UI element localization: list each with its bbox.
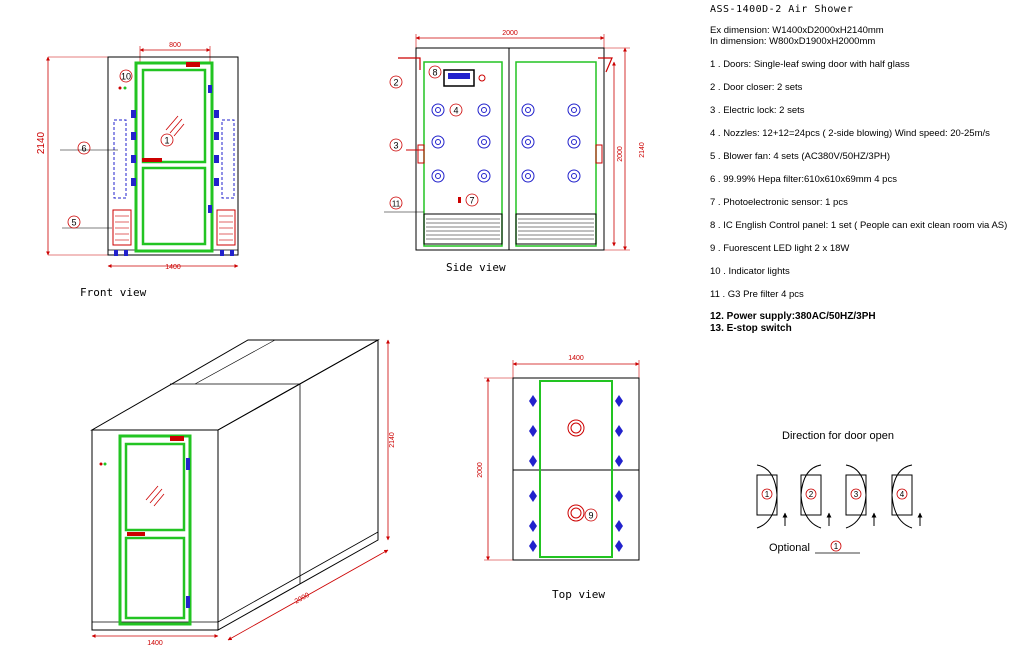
nozzle: [431, 103, 445, 117]
side-dim-top: 2000: [502, 30, 518, 37]
spec-title: ASS-1400D-2 Air Shower: [710, 4, 854, 15]
nozzle-core: [481, 173, 487, 179]
iso-dim-height: 2140: [389, 432, 396, 448]
nozzle-core: [571, 107, 577, 113]
nozzle: [477, 135, 491, 149]
nozzle-core: [571, 173, 577, 179]
spec-in-dimension: In dimension: W800xD1900xH2000mm: [710, 36, 876, 47]
top-dim-depth: 2000: [477, 462, 484, 478]
nozzle-core: [435, 107, 441, 113]
front-dim-height: 2140: [36, 131, 47, 154]
side-dim-outer-height: 2140: [639, 142, 646, 158]
svg-text:9: 9: [588, 511, 593, 521]
iso-dim-width: 1400: [147, 640, 163, 647]
door-option-group: 1 2 3 4: [756, 464, 923, 529]
isometric-view-drawing: [90, 339, 390, 641]
nozzle: [431, 169, 445, 183]
door-option-2: 2: [800, 464, 832, 529]
callout-1: 1: [160, 133, 174, 147]
svg-text:1: 1: [834, 542, 839, 551]
callout-11: 11: [389, 196, 403, 210]
iso-dim-depth: 2000: [294, 592, 311, 606]
door-direction-title: Direction for door open: [782, 430, 894, 442]
nozzle-core: [481, 139, 487, 145]
door-option-1: 1: [756, 464, 788, 529]
top-view-drawing: [484, 360, 640, 561]
side-view-drawing: [384, 34, 630, 251]
nozzle-core: [525, 107, 531, 113]
nozzle: [477, 103, 491, 117]
callout-10: 10: [119, 69, 133, 83]
spec-item-11: 11 . G3 Pre filter 4 pcs: [710, 289, 804, 300]
door-option-3: 3: [845, 464, 877, 529]
nozzle: [567, 135, 581, 149]
nozzle: [431, 135, 445, 149]
spec-ex-dimension: Ex dimension: W1400xD2000xH2140mm: [710, 25, 884, 36]
svg-text:8: 8: [432, 68, 437, 78]
nozzle: [477, 169, 491, 183]
spec-item-6: 6 . 99.99% Hepa filter:610x610x69mm 4 pc…: [710, 174, 897, 185]
svg-text:4: 4: [453, 106, 458, 116]
svg-text:1: 1: [164, 136, 169, 146]
svg-text:6: 6: [81, 144, 86, 154]
spec-item-1: 1 . Doors: Single-leaf swing door with h…: [710, 59, 910, 70]
top-dim-width: 1400: [568, 355, 584, 362]
svg-text:10: 10: [121, 72, 131, 82]
top-view-label: Top view: [552, 588, 605, 601]
nozzle: [521, 169, 535, 183]
spec-item-13: 13. E-stop switch: [710, 323, 792, 334]
side-view-label: Side view: [446, 261, 506, 274]
optional-value-callout: 1: [830, 540, 842, 552]
svg-text:2: 2: [809, 490, 814, 499]
callout-8: 8: [428, 65, 442, 79]
spec-item-5: 5 . Blower fan: 4 sets (AC380V/50HZ/3PH): [710, 151, 891, 162]
nozzle-core: [481, 107, 487, 113]
nozzle-core: [525, 139, 531, 145]
nozzle-core: [571, 139, 577, 145]
svg-text:7: 7: [469, 196, 474, 206]
callout-6: 6: [77, 141, 91, 155]
callout-5: 5: [67, 215, 81, 229]
front-dim-top: 800: [169, 42, 181, 49]
callout-9: 9: [584, 508, 598, 522]
nozzle-grid: [431, 103, 581, 183]
spec-item-8: 8 . IC English Control panel: 1 set ( Pe…: [710, 220, 1008, 231]
nozzle-core: [525, 173, 531, 179]
nozzle: [567, 169, 581, 183]
nozzle: [567, 103, 581, 117]
svg-text:11: 11: [392, 200, 401, 209]
spec-item-12: 12. Power supply:380AC/50HZ/3PH: [710, 311, 876, 322]
spec-item-7: 7 . Photoelectronic sensor: 1 pcs: [710, 197, 848, 208]
optional-label: Optional: [769, 542, 810, 554]
side-dim-inner-height: 2000: [617, 146, 624, 162]
svg-text:2: 2: [393, 78, 398, 88]
svg-text:5: 5: [71, 218, 76, 228]
callout-3: 3: [389, 138, 403, 152]
callout-7: 7: [465, 193, 479, 207]
svg-text:1: 1: [765, 490, 770, 499]
spec-item-2: 2 . Door closer: 2 sets: [710, 82, 803, 93]
svg-text:4: 4: [900, 490, 905, 499]
spec-item-4: 4 . Nozzles: 12+12=24pcs ( 2-side blowin…: [710, 128, 990, 139]
nozzle-core: [435, 173, 441, 179]
nozzle: [521, 103, 535, 117]
spec-item-10: 10 . Indicator lights: [710, 266, 790, 277]
spec-item-9: 9 . Fuorescent LED light 2 x 18W: [710, 243, 850, 254]
nozzle-core: [435, 139, 441, 145]
spec-item-3: 3 . Electric lock: 2 sets: [710, 105, 805, 116]
nozzle: [521, 135, 535, 149]
svg-text:3: 3: [854, 490, 859, 499]
callout-2: 2: [389, 75, 403, 89]
callout-4: 4: [449, 103, 463, 117]
door-option-4: 4: [891, 464, 923, 529]
front-dim-bottom: 1400: [165, 264, 181, 271]
svg-text:3: 3: [393, 141, 398, 151]
front-view-drawing: [46, 46, 239, 268]
front-view-label: Front view: [80, 286, 147, 299]
